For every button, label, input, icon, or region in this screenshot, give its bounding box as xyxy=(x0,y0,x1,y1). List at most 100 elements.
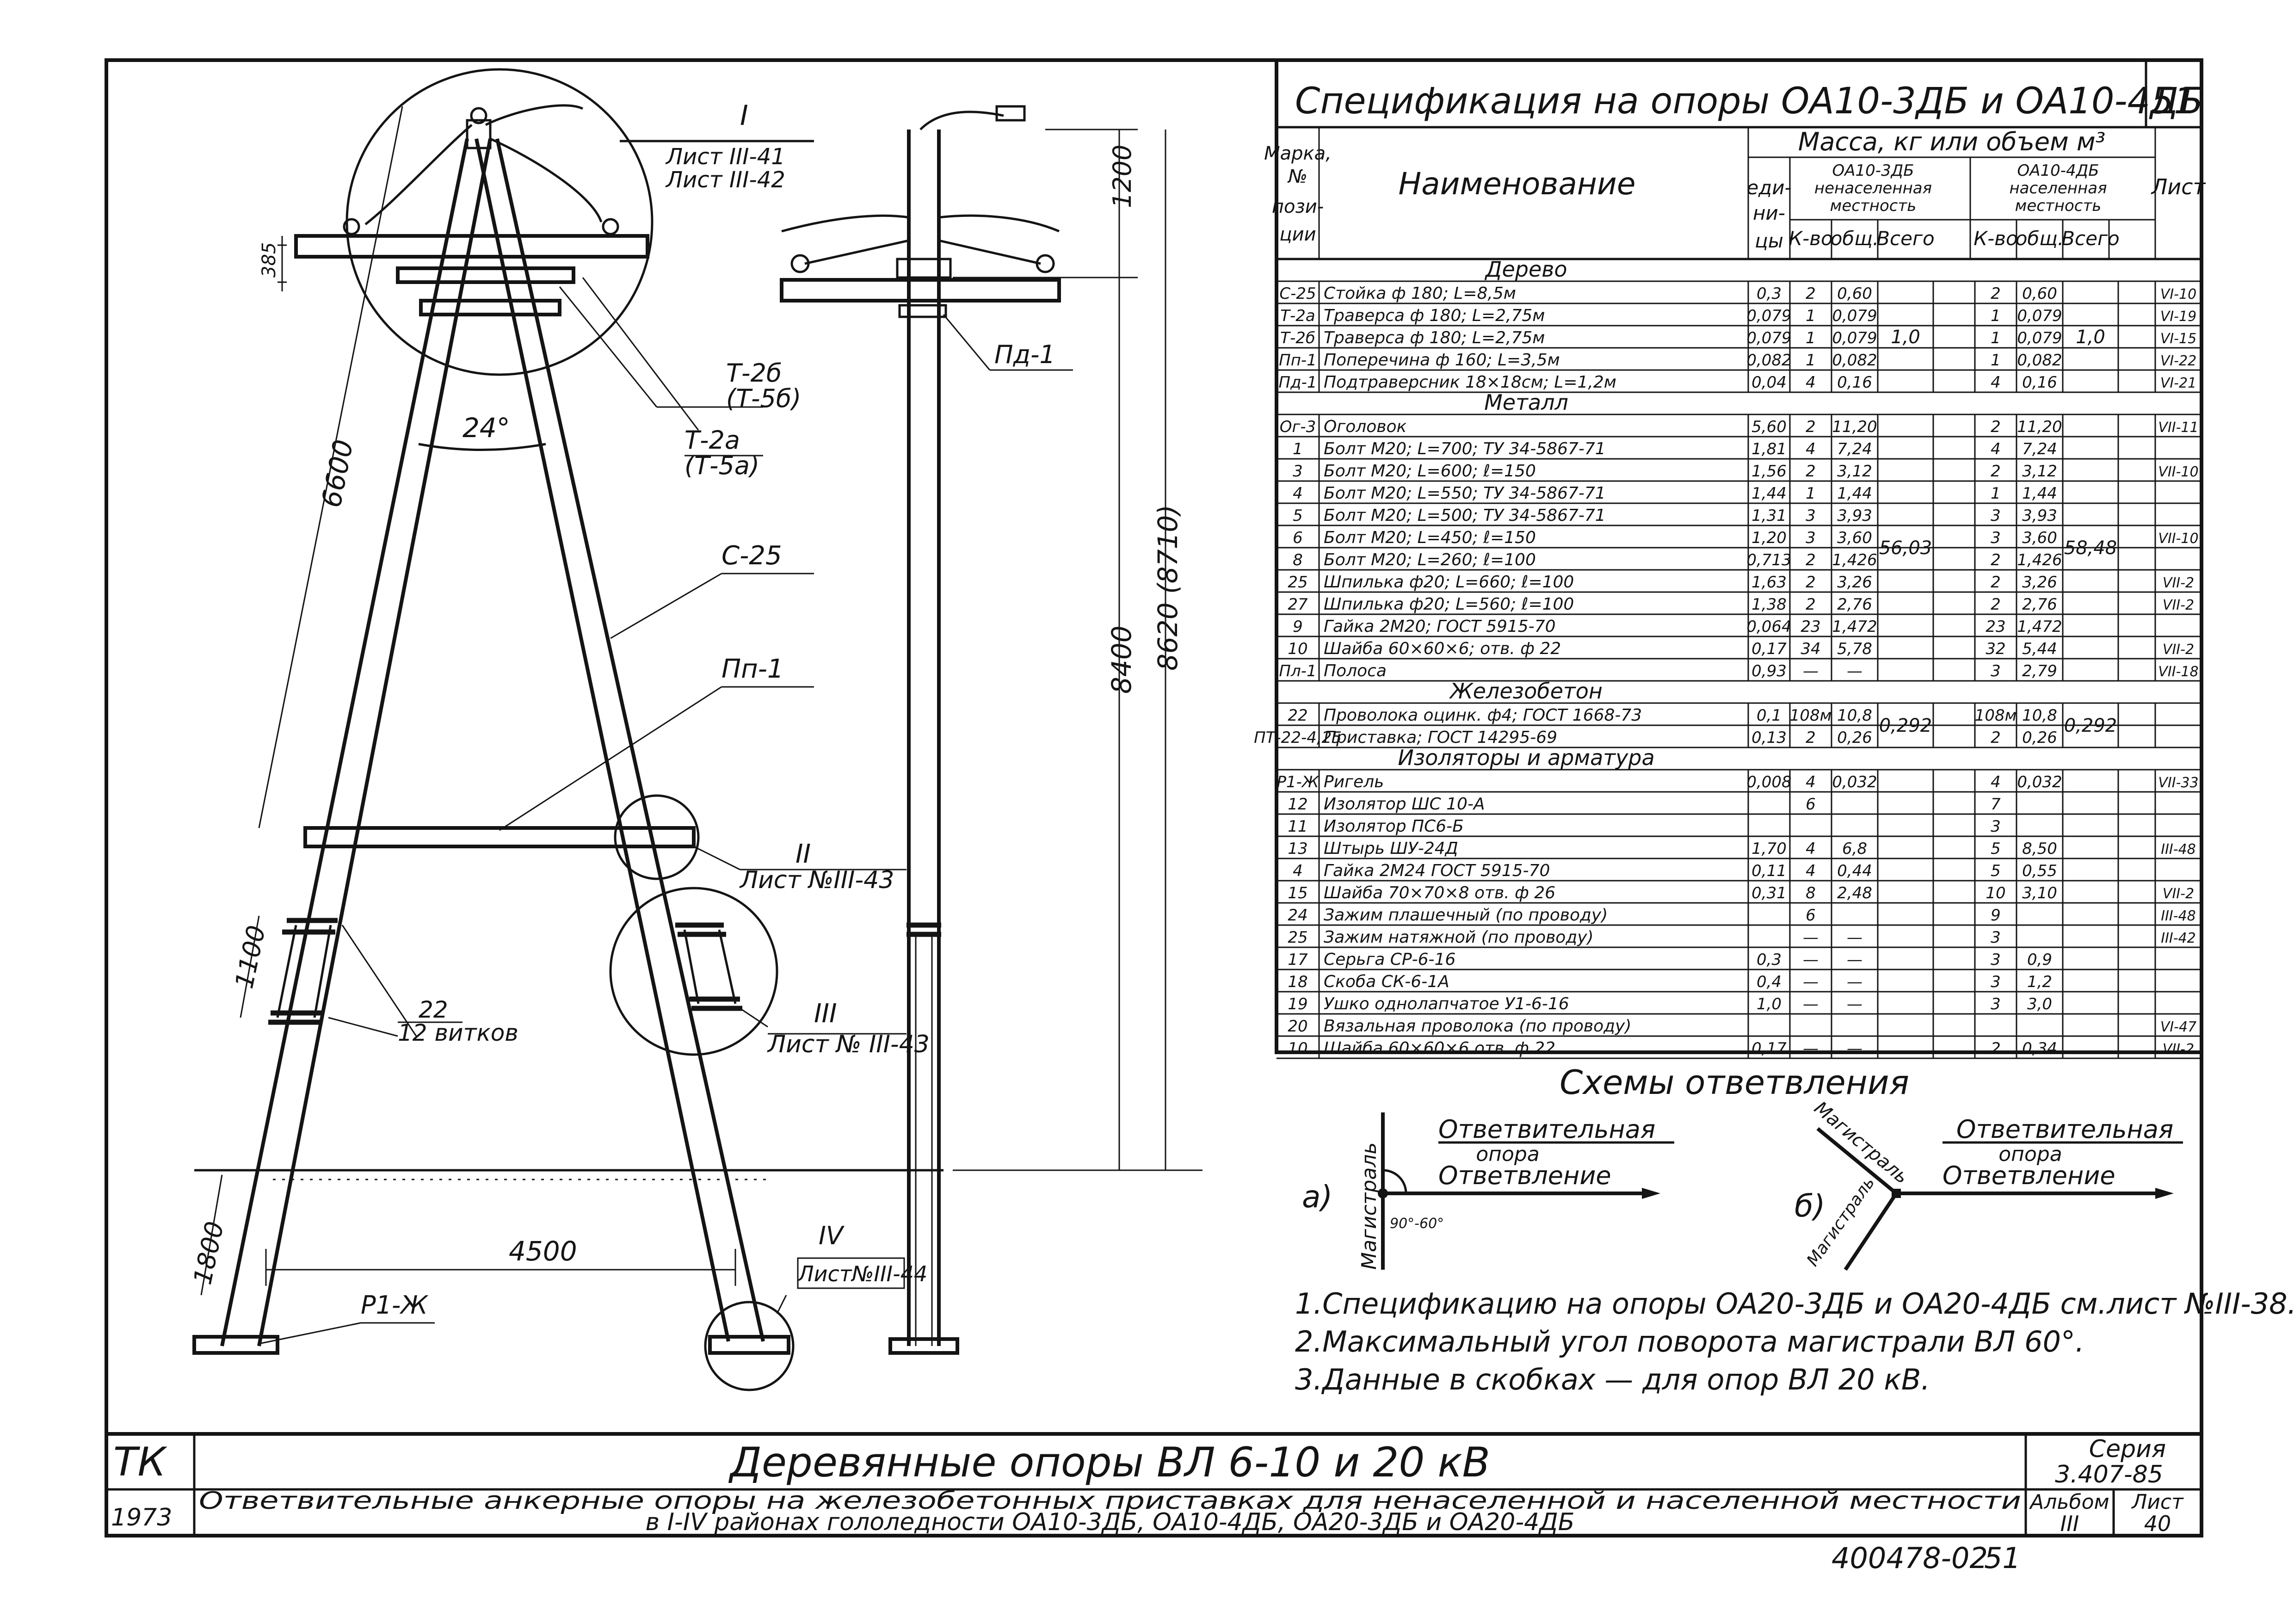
row-qty-2: 2 xyxy=(1991,729,2001,747)
section-header: Изоляторы и арматура xyxy=(1398,745,1654,770)
row-mark: 20 xyxy=(1288,1017,1307,1036)
row-total-1: 2,76 xyxy=(1837,595,1872,614)
row-total-2: 1,472 xyxy=(2017,617,2062,636)
row-name: Серьга СР-6-16 xyxy=(1324,950,1455,969)
header-group-1-a: ОА10-3ДБ xyxy=(1832,161,1914,180)
row-mark: 18 xyxy=(1288,973,1307,991)
section-total-2: 1,0 xyxy=(2076,327,2105,348)
row-sheet: VII-33 xyxy=(2158,775,2198,791)
row-total-2: 11,20 xyxy=(2017,418,2062,436)
row-total-1: — xyxy=(1847,1039,1862,1058)
row-unit: 0,064 xyxy=(1746,617,1791,636)
header-group-1-c: местность xyxy=(1830,197,1917,215)
wire-bands xyxy=(268,918,742,1025)
row-total-1: 1,472 xyxy=(1832,617,1877,636)
row-total-1: 0,26 xyxy=(1837,729,1872,747)
row-total-2: 0,60 xyxy=(2022,284,2057,303)
row-total-2: 1,426 xyxy=(2017,551,2062,569)
section-total-2: 0,292 xyxy=(2064,715,2117,736)
row-total-2: 8,50 xyxy=(2022,840,2057,858)
row-total-2: 1,44 xyxy=(2022,484,2057,503)
album-number: III xyxy=(2060,1511,2079,1536)
scheme-a-pole-1: Ответвительная xyxy=(1438,1115,1655,1144)
row-unit: 1,56 xyxy=(1751,462,1787,481)
row-total-1: — xyxy=(1847,951,1862,969)
row-mark: 4 xyxy=(1293,484,1303,503)
row-total-2: 7,24 xyxy=(2022,440,2057,458)
row-sheet: VII-2 xyxy=(2163,597,2194,613)
row-total-2: 0,55 xyxy=(2022,862,2057,880)
row-name: Болт М20; L=700; ТУ 34-5867-71 xyxy=(1324,439,1606,458)
row-mark: 9 xyxy=(1293,617,1303,636)
row-name: Зажим плашечный (по проводу) xyxy=(1324,906,1608,925)
header-qty-1: К-во xyxy=(1788,227,1832,250)
label-22: 22 xyxy=(419,996,448,1023)
callout-IV: IV xyxy=(819,1221,845,1250)
row-qty-2: 108м xyxy=(1975,706,2017,725)
row-sheet: VII-11 xyxy=(2158,420,2198,436)
label-c25: С-25 xyxy=(722,541,782,571)
row-mark: 10 xyxy=(1288,640,1307,658)
row-unit: 0,082 xyxy=(1746,351,1791,370)
row-qty-1: — xyxy=(1803,951,1819,969)
row-sheet: VI-22 xyxy=(2160,353,2196,369)
row-name: Траверса ф 180; L=2,75м xyxy=(1324,306,1545,325)
row-mark: Пд-1 xyxy=(1279,373,1317,392)
row-qty-2: 2 xyxy=(1991,595,2001,614)
row-name: Шайба 60×60×6 отв. ф 22 xyxy=(1324,1039,1555,1058)
row-qty-2: 1 xyxy=(1991,307,2001,325)
row-qty-2: 5 xyxy=(1991,840,2001,858)
row-qty-1: 34 xyxy=(1801,640,1820,658)
row-name: Зажим натяжной (по проводу) xyxy=(1324,928,1594,947)
scheme-b-trunk-1: Магистраль xyxy=(1810,1097,1912,1188)
branch-schemes: Схемы ответвления а) Магистраль Ответвит… xyxy=(1302,1063,2183,1271)
series-number: 3.407-85 xyxy=(2055,1461,2163,1488)
row-unit: 1,38 xyxy=(1751,595,1787,614)
row-name: Болт М20; L=260; ℓ=100 xyxy=(1324,550,1536,569)
label-pd1: Пд-1 xyxy=(994,340,1055,369)
label-t2b: Т-2б xyxy=(726,358,782,388)
header-qty-2: К-во xyxy=(1973,227,2017,250)
row-qty-1: 2 xyxy=(1806,573,1816,592)
scheme-b-pole-1: Ответвительная xyxy=(1956,1115,2173,1144)
row-sheet: VI-21 xyxy=(2160,375,2196,391)
label-pp1: Пп-1 xyxy=(722,654,784,684)
footing-right xyxy=(708,1335,790,1355)
row-mark: Т-2б xyxy=(1280,329,1315,347)
section-total-2: 58,48 xyxy=(2064,537,2117,559)
row-name: Шпилька ф20; L=560; ℓ=100 xyxy=(1324,595,1574,614)
row-unit: 0,17 xyxy=(1751,1039,1787,1058)
scheme-a: а) Магистраль Ответвительная опора Ответ… xyxy=(1302,1112,1674,1270)
row-qty-1: — xyxy=(1803,1039,1819,1058)
header-mark-1: Марка, xyxy=(1264,143,1332,164)
row-name: Болт М20; L=500; ТУ 34-5867-71 xyxy=(1324,506,1606,525)
row-total-2: 0,079 xyxy=(2017,307,2062,325)
header-mass: Масса, кг или объем м³ xyxy=(1798,127,2106,156)
header-all-2: Всего xyxy=(2061,227,2120,250)
row-total-2: 10,8 xyxy=(2022,706,2057,725)
spec-header: Марка, № пози- ции Наименование Масса, к… xyxy=(1264,127,2206,260)
header-total-1: общ. xyxy=(1831,227,1879,250)
scheme-a-trunk: Магистраль xyxy=(1357,1142,1381,1270)
label-turns: 12 витков xyxy=(398,1019,518,1046)
row-total-2: 0,082 xyxy=(2017,351,2062,370)
row-mark: 6 xyxy=(1293,529,1303,547)
row-qty-2: 2 xyxy=(1991,551,2001,569)
row-unit: 0,079 xyxy=(1746,329,1791,347)
callout-circle-I xyxy=(345,68,654,376)
spec-title: Спецификация на опоры ОА10-3ДБ и ОА10-4Д… xyxy=(1295,80,2203,122)
row-sheet: III-48 xyxy=(2161,908,2196,924)
row-mark: 17 xyxy=(1288,951,1308,969)
row-unit: 0,04 xyxy=(1751,373,1787,392)
row-qty-2: 1 xyxy=(1991,329,2001,347)
schemes-title: Схемы ответвления xyxy=(1560,1063,1909,1102)
row-qty-1: 2 xyxy=(1806,284,1816,303)
section-total-1: 1,0 xyxy=(1891,327,1920,348)
row-qty-1: 4 xyxy=(1806,862,1816,880)
row-unit: 1,20 xyxy=(1751,529,1787,547)
row-qty-2: 23 xyxy=(1986,617,2005,636)
row-qty-1: 4 xyxy=(1806,773,1816,791)
row-qty-1: 3 xyxy=(1806,506,1816,525)
row-unit: 0,93 xyxy=(1751,662,1787,680)
